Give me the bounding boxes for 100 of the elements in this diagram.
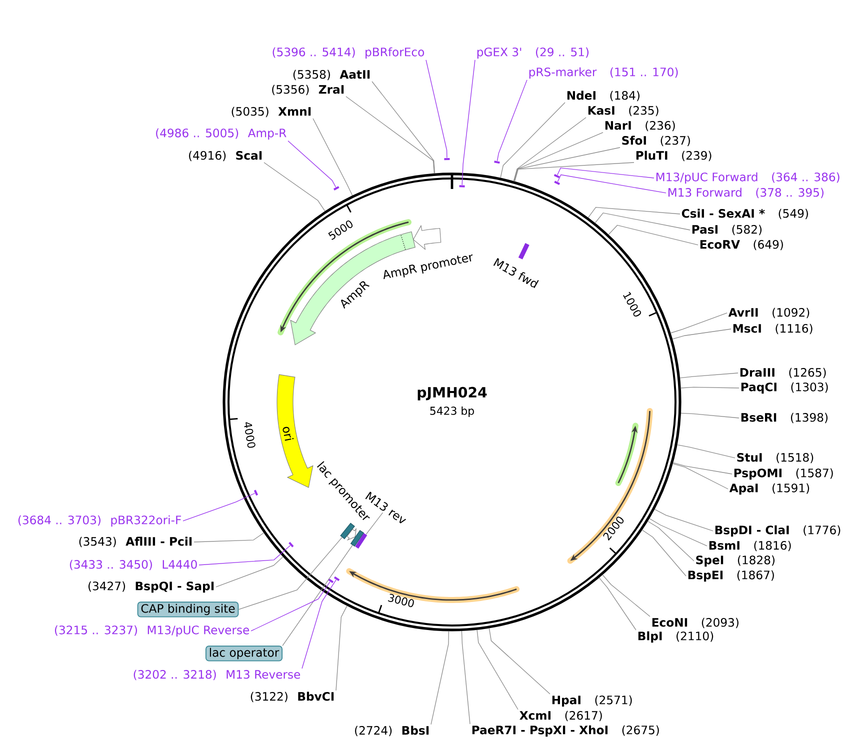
leader-line [496, 80, 528, 162]
leader-line [648, 520, 694, 562]
leader-line [672, 328, 732, 340]
restriction-site-label: PaeR7I - PspXI - XhoI (2675) [472, 725, 659, 737]
leader-line [680, 386, 740, 388]
primer-mark [444, 158, 450, 160]
feature-tag: CAP binding site [137, 602, 239, 618]
restriction-site-label: NarI (236) [605, 120, 675, 132]
leader-line [672, 462, 732, 474]
restriction-site-label: BsmI (1816) [709, 540, 791, 552]
primer-label: (3215 .. 3237) M13/pUC Reverse [54, 625, 250, 637]
feature-tag: lac operator [205, 646, 283, 662]
leader-line [557, 174, 666, 194]
restriction-site-label: ApaI (1591) [729, 483, 810, 495]
restriction-site-label: CsiI - SexAI * (549) [682, 208, 808, 220]
leader-line [642, 530, 686, 576]
restriction-site-label: MscI (1116) [733, 324, 812, 334]
restriction-site-label: (5358) AatII [293, 70, 370, 80]
primer-label: (3433 .. 3450) L4440 [70, 560, 197, 570]
feature-block: ori [276, 374, 314, 488]
restriction-site-label: EcoRV (649) [700, 240, 783, 250]
restriction-site-label: XcmI (2617) [520, 710, 602, 722]
leader-line [670, 312, 728, 334]
restriction-site-label: SfoI (237) [622, 136, 690, 146]
primer-mark [494, 160, 500, 164]
leader-line [238, 537, 342, 610]
scale-label: 4000 [244, 422, 256, 448]
feature-label: AmpR promoter [384, 254, 473, 280]
leader-line [680, 412, 740, 418]
leader-line [594, 212, 690, 230]
leader-line [557, 168, 654, 178]
leader-line [588, 206, 680, 218]
leader-line [514, 162, 634, 182]
restriction-site-label: PluTI (239) [636, 150, 712, 162]
leader-line [654, 508, 714, 532]
leader-line [426, 60, 448, 158]
leader-line [198, 545, 291, 566]
restriction-site-label: BseRI (1398) [741, 412, 828, 424]
leader-line [336, 606, 348, 691]
primer-mark [554, 174, 560, 178]
primer-mark [459, 185, 465, 188]
feature-box [340, 522, 355, 540]
primer-mark [288, 542, 294, 548]
restriction-site-label: (5356) ZraI [272, 84, 344, 96]
restriction-site-label: BlpI (2110) [638, 631, 714, 643]
leader-line [372, 81, 436, 174]
leader-line [302, 580, 336, 669]
restriction-site-label: PaqCI (1303) [741, 382, 828, 394]
primer-mark [334, 576, 340, 582]
leader-line [602, 574, 650, 617]
scale-label: 3000 [388, 594, 414, 608]
primer-label: pRS-marker (151 .. 170) [529, 67, 678, 79]
restriction-site-label: StuI (1518) [737, 452, 814, 464]
primer-label: M13 Forward (378 .. 395) [668, 188, 824, 198]
restriction-site-label: EcoNI (2093) [652, 618, 738, 628]
restriction-site-label: (3427) BspQI - SapI [88, 581, 214, 593]
leader-line [598, 577, 636, 630]
leader-line [514, 132, 604, 182]
leader-line [676, 444, 736, 458]
leader-line [288, 140, 336, 188]
restriction-site-label: DraIII (1265) [740, 368, 826, 378]
leader-line [514, 147, 620, 182]
restriction-site-label: PspOMI (1587) [734, 468, 833, 480]
scale-label: 1000 [623, 292, 641, 317]
primer-mark [334, 186, 340, 190]
feature-block [346, 528, 357, 541]
leader-line [488, 628, 550, 694]
feature-label: M13 fwd [493, 258, 539, 288]
leader-line [672, 463, 728, 490]
restriction-site-label: (5035) XmnI [232, 106, 311, 118]
leader-line [476, 630, 518, 710]
primer-mark [254, 490, 258, 496]
restriction-site-label: (4916) ScaI [189, 150, 262, 162]
leader-line [282, 544, 353, 646]
leader-line [608, 224, 698, 246]
leader-line [182, 492, 256, 522]
primer-label: (5396 .. 5414) pBRforEco [272, 47, 424, 59]
leader-line [312, 118, 353, 196]
restriction-site-label: (2724) BbsI [355, 726, 429, 736]
leader-line [264, 162, 326, 212]
restriction-site-label: AvrII (1092) [728, 308, 810, 318]
primer-mark [328, 578, 334, 584]
restriction-site-label: BspDI - ClaI (1776) [715, 525, 840, 537]
restriction-site-label: HpaI (2571) [552, 695, 632, 707]
restriction-site-label: PasI (582) [692, 224, 762, 236]
restriction-site-label: NdeI (184) [567, 90, 640, 102]
primer-label: (4986 .. 5005) Amp-R [156, 128, 286, 140]
restriction-site-label: SpeI (1828) [696, 555, 774, 567]
leader-line [649, 518, 708, 546]
leader-line [194, 532, 264, 542]
primer-label: pGEX 3' (29 .. 51) [477, 47, 589, 59]
leader-line [500, 102, 566, 178]
primer-label: M13/pUC Forward (364 .. 386) [656, 172, 840, 184]
restriction-site-label: (3543) AflIII - PciI [79, 536, 192, 548]
primer-label: (3202 .. 3218) M13 Reverse [134, 670, 300, 680]
leader-line [346, 96, 435, 174]
leader-line [430, 630, 449, 725]
primer-label: (3684 .. 3703) pBR322ori-F [18, 515, 181, 527]
leader-line [250, 581, 330, 632]
restriction-site-label: (3122) BbvCI [250, 692, 334, 702]
